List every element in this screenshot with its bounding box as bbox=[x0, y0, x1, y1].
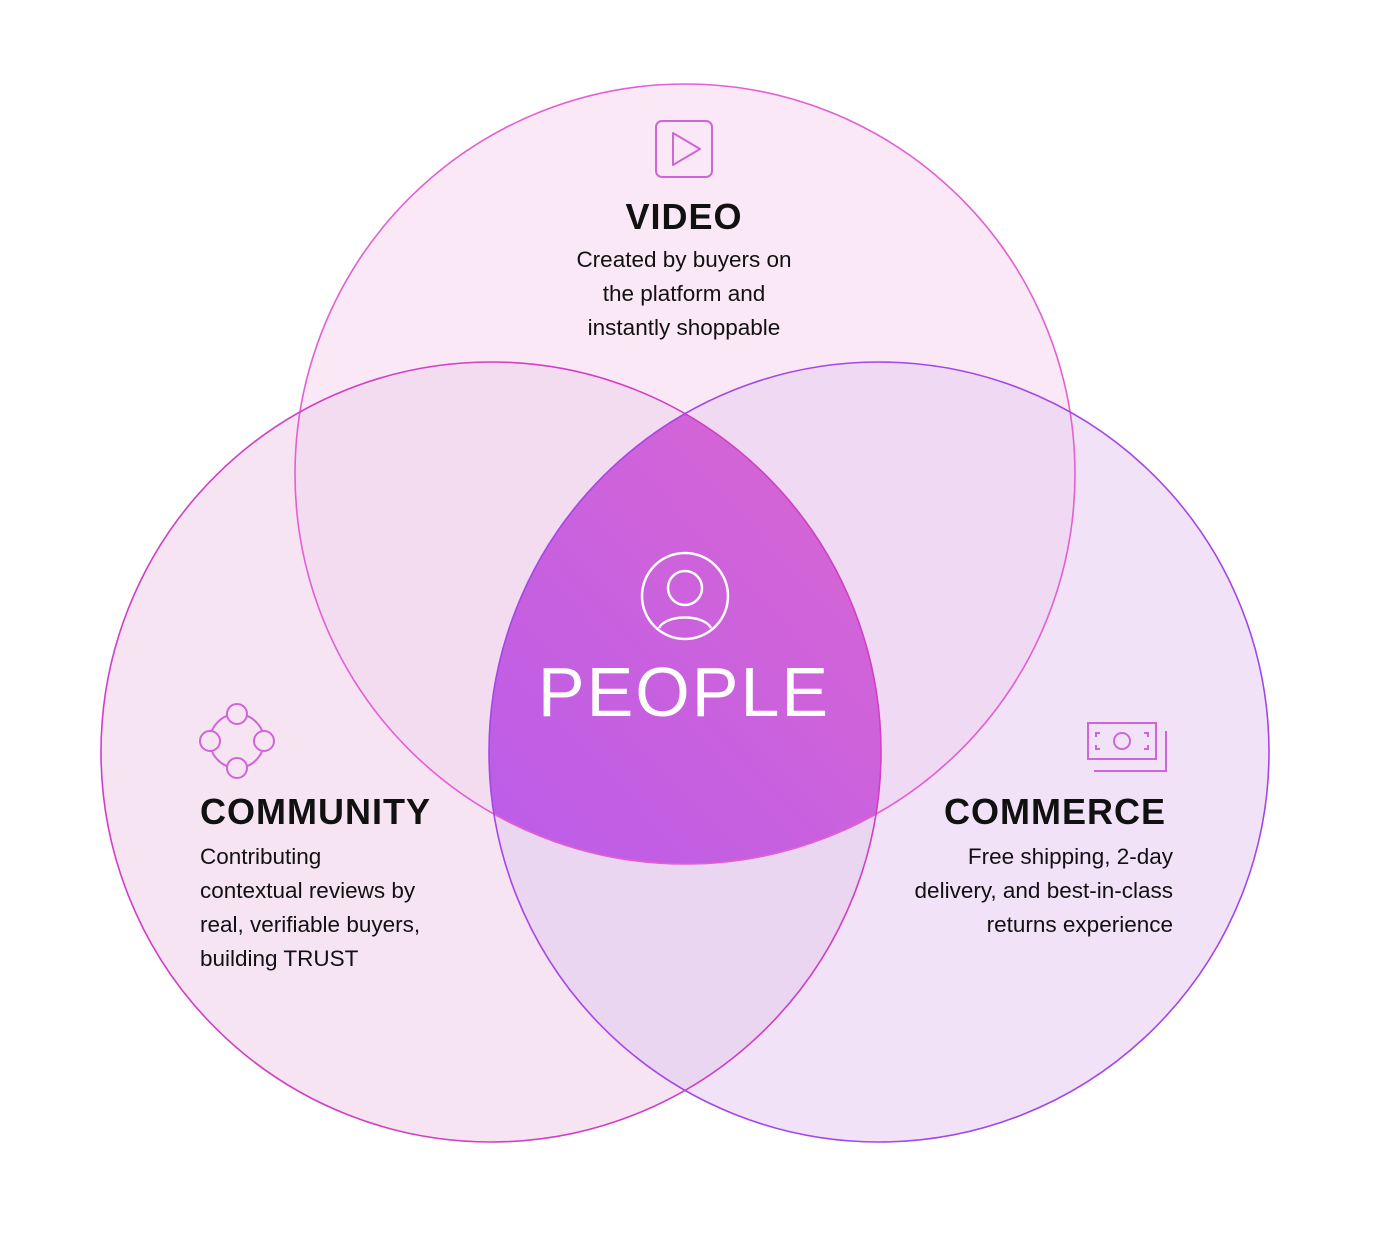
video-title: VIDEO bbox=[625, 196, 743, 237]
community-description-line: real, verifiable buyers, bbox=[200, 912, 421, 937]
video-description-line: Created by buyers on bbox=[576, 247, 792, 272]
commerce-description-line: returns experience bbox=[986, 912, 1173, 937]
commerce-title: COMMERCE bbox=[944, 791, 1166, 832]
commerce-description-line: Free shipping, 2-day bbox=[967, 844, 1173, 869]
person-icon bbox=[640, 551, 730, 641]
video-description-line: the platform and bbox=[602, 281, 766, 306]
center-overlap bbox=[489, 362, 881, 864]
commerce-description-line: delivery, and best-in-class bbox=[914, 878, 1173, 903]
video-circle-outline bbox=[294, 83, 1076, 865]
community-description-line: contextual reviews by bbox=[200, 878, 416, 903]
community-description-line: building TRUST bbox=[200, 946, 359, 971]
people-label: PEOPLE bbox=[537, 653, 831, 731]
commerce-description: Free shipping, 2-day delivery, and best-… bbox=[766, 840, 1173, 942]
play-video-icon bbox=[655, 120, 713, 178]
community-description: Contributing contextual reviews by real,… bbox=[200, 840, 420, 976]
money-bill-icon bbox=[1087, 722, 1167, 772]
video-description-line: instantly shoppable bbox=[587, 315, 781, 340]
community-description-line: Contributing bbox=[200, 844, 322, 869]
commerce-circle-outline bbox=[488, 361, 1270, 1143]
community-title: COMMUNITY bbox=[200, 791, 431, 832]
video-description: Created by buyers on the platform and in… bbox=[484, 243, 884, 345]
community-circle-outline bbox=[100, 361, 882, 1143]
community-network-icon bbox=[199, 703, 275, 779]
